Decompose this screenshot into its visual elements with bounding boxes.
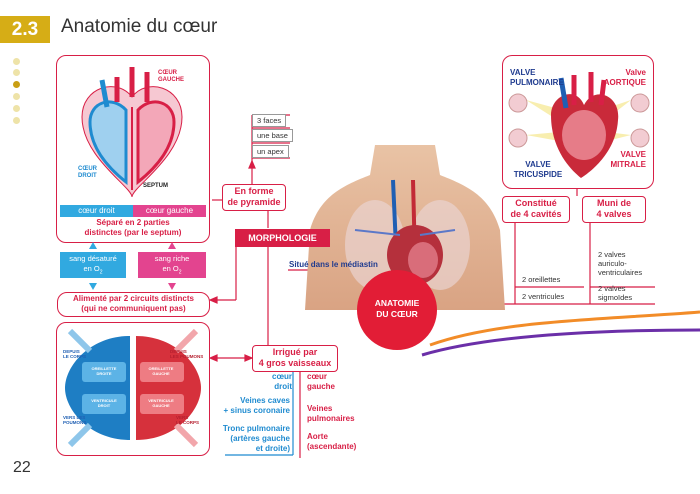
pyramid-box: En forme de pyramide [222, 184, 286, 211]
vessels-box: Irrigué par 4 gros vaisseaux [252, 345, 338, 372]
label-left-heart: CŒUR GAUCHE [158, 70, 185, 83]
section-number: 2.3 [0, 16, 50, 43]
morphology-heading: MORPHOLOGIE [235, 229, 330, 247]
to-lungs-label: VERS LES POUMONS [63, 415, 87, 425]
anatomy-center [357, 270, 437, 350]
ventricles-count: 2 ventricules [522, 292, 565, 301]
progress-dot-active [13, 81, 20, 88]
two-circuits-box: Alimenté par 2 circuits distincts (qui n… [57, 292, 210, 317]
atria-count: 2 oreillettes [522, 275, 561, 284]
from-lungs-label: DEPUIS LES POUMONS [170, 349, 204, 359]
progress-dot [13, 105, 20, 112]
torso-illustration [305, 145, 505, 310]
right-ventricle-label: VENTRICULE DROIT [91, 398, 117, 408]
valve-tricuspid-label: VALVE TRICUSPIDE [513, 160, 563, 179]
blood-poor-text: sang désaturé en O [69, 254, 117, 273]
label-septum: SEPTUM [143, 183, 169, 189]
vessel-vena-cava: Veines caves + sinus coronaire [223, 396, 290, 415]
progress-dot [13, 93, 20, 100]
mediastin-label: Situé dans le médiastin [289, 260, 378, 269]
arrows-down [89, 242, 176, 290]
valve-pulmonary-label: VALVE PULMONAIRE [510, 68, 564, 87]
three-faces: 3 faces [252, 114, 287, 127]
bar-right-heart: cœur droit [60, 205, 133, 217]
one-base: une base [252, 129, 293, 142]
page-title: Anatomie du cœur [61, 16, 218, 37]
valve-aortic-label: Valve AORTIQUE [603, 68, 646, 87]
blood-rich-box: sang riche en O2 [138, 252, 206, 278]
bar-left-heart: cœur gauche [133, 205, 206, 217]
blood-poor-box: sang désaturé en O2 [60, 252, 126, 278]
valves-heart-illustration [508, 72, 650, 178]
from-body-label: DEPUIS LE CORPS [63, 349, 87, 359]
circulation-diagram [65, 328, 201, 448]
progress-dot [13, 69, 20, 76]
vessels-right-heading: cœur droit [272, 372, 292, 391]
label-right-heart: CŒUR DROIT [78, 166, 97, 179]
left-atrium-label: OREILLETTE GAUCHE [148, 366, 174, 376]
vessel-aorta: Aorte (ascendante) [307, 432, 357, 451]
blood-rich-text: sang riche en O [154, 254, 190, 273]
to-body-label: VERS LE CORPS [176, 415, 200, 425]
right-atrium-label: OREILLETTE DROITE [91, 366, 117, 376]
vessels-left-heading: cœur gauche [307, 372, 336, 391]
valve-mitral-label: VALVE MITRALE [610, 150, 646, 169]
av-valves: 2 valves auriculo- ventriculaires [598, 250, 643, 277]
heart-cross-section [81, 67, 183, 198]
anatomy-center-label: ANATOMIE DU CŒUR [374, 298, 420, 319]
cavities-box: Constitué de 4 cavités [502, 196, 570, 223]
vessel-pulmonary-trunk: Tronc pulmonaire (artères gauche et droi… [222, 424, 290, 453]
sigmoid-valves: 2 valves sigmoïdes [598, 284, 633, 302]
progress-dot [13, 58, 20, 65]
valves-box: Muni de 4 valves [582, 196, 646, 223]
separated-text: Séparé en 2 parties distinctes (par le s… [84, 218, 182, 237]
page-number: 22 [13, 459, 31, 476]
progress-dot [13, 117, 20, 124]
vessel-pulmonary-veins: Veines pulmonaires [307, 404, 355, 423]
one-apex: un apex [252, 145, 289, 158]
left-ventricle-label: VENTRICULE GAUCHE [148, 398, 174, 408]
